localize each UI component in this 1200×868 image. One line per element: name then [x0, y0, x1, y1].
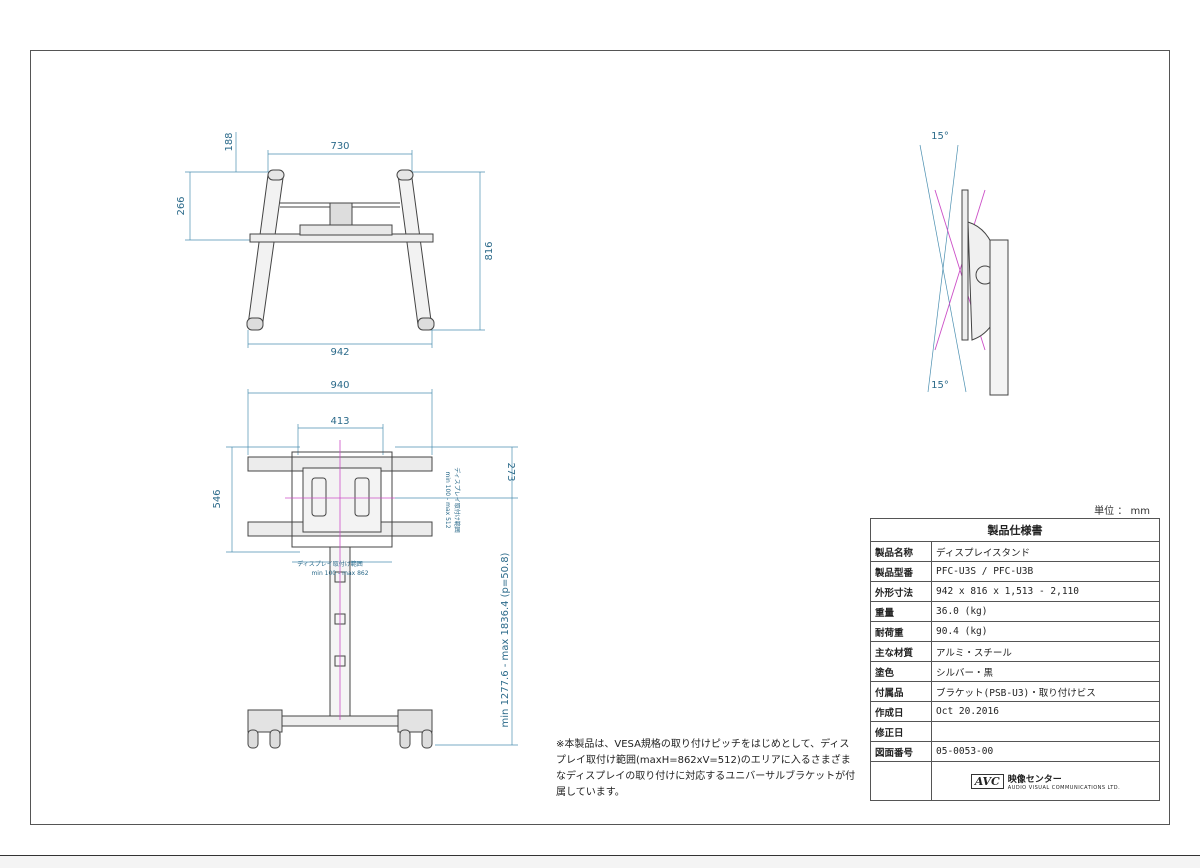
- spec-row-label: 外形寸法: [870, 581, 932, 602]
- side-dim-labels: 15° 15°: [931, 131, 949, 391]
- rear-horizontal-range-label: ディスプレイ取付け範囲: [297, 560, 363, 568]
- spec-row-value: 05-0053-00: [931, 741, 1160, 762]
- spec-logo-blank: [870, 761, 932, 801]
- rear-vertical-minmax: min 100 - max 512: [444, 471, 451, 528]
- rear-horizontal-minmax: min 100 - max 862: [311, 570, 368, 577]
- spec-row: 製品名称ディスプレイスタンド: [870, 541, 1160, 562]
- spec-row-label: 付属品: [870, 681, 932, 702]
- side-view: [919, 144, 1009, 396]
- spec-title-row: 製品仕様書: [870, 518, 1160, 542]
- spec-row: 付属品ブラケット(PSB-U3)・取り付けビス: [870, 681, 1160, 702]
- front-dim-labels: 730 188 266 816 942: [176, 132, 495, 358]
- drawing-frame: [30, 50, 1170, 825]
- logo-company: 映像センター: [1007, 774, 1062, 785]
- spec-row-label: 製品名称: [870, 541, 932, 562]
- rear-view: [226, 389, 518, 749]
- side-angle-bottom: 15°: [931, 380, 949, 391]
- spec-row: 修正日: [870, 721, 1160, 742]
- rear-range-height: min 1277.6 - max 1836.4 (p=50.8): [500, 552, 511, 727]
- rear-width-top: 940: [330, 380, 349, 391]
- product-note: ※本製品は、VESA規格の取り付けピッチをはじめとして、ディスプレイ取付け範囲(…: [556, 739, 856, 798]
- front-height-total: 816: [484, 241, 495, 260]
- rear-width-inner: 413: [330, 416, 349, 427]
- spec-row-value: シルバー・黒: [931, 661, 1160, 682]
- spec-row-label: 重量: [870, 601, 932, 622]
- side-angle-top: 15°: [931, 131, 949, 142]
- front-view: [185, 132, 485, 348]
- logo-mark: AVC: [970, 773, 1004, 789]
- spec-row-value: Oct 20.2016: [931, 701, 1160, 722]
- spec-row-label: 図面番号: [870, 741, 932, 762]
- front-width-top: 730: [330, 141, 349, 152]
- spec-row-label: 耐荷重: [870, 621, 932, 642]
- spec-row-label: 作成日: [870, 701, 932, 722]
- front-height-small: 188: [224, 132, 235, 151]
- spec-row-value: [931, 721, 1160, 742]
- spec-row-value: 36.0 (kg): [931, 601, 1160, 622]
- spec-row-value: PFC-U3S / PFC-U3B: [931, 561, 1160, 582]
- spec-row-value: ディスプレイスタンド: [931, 541, 1160, 562]
- logo-sub: AUDIO VISUAL COMMUNICATIONS LTD.: [1007, 784, 1121, 791]
- spec-title: 製品仕様書: [870, 518, 1160, 542]
- front-height-mid: 266: [176, 196, 187, 215]
- spec-row-label: 塗色: [870, 661, 932, 682]
- front-width-bottom: 942: [330, 347, 349, 358]
- rear-height-left: 546: [212, 489, 223, 508]
- spec-row-value: ブラケット(PSB-U3)・取り付けビス: [931, 681, 1160, 702]
- spec-row: 塗色シルバー・黒: [870, 661, 1160, 682]
- rear-height-right: 273: [505, 462, 516, 481]
- spec-row: 主な材質アルミ・スチール: [870, 641, 1160, 662]
- spec-row-label: 製品型番: [870, 561, 932, 582]
- spec-row-value: アルミ・スチール: [931, 641, 1160, 662]
- spec-row-value: 942 x 816 x 1,513 - 2,110: [931, 581, 1160, 602]
- rear-vertical-range-label: ディスプレイ取付け範囲: [453, 467, 461, 533]
- spec-row-value: 90.4 (kg): [931, 621, 1160, 642]
- rear-dim-labels: 940 413 546 273 min 1277.6 - max 1836.4 …: [212, 380, 516, 727]
- bottom-bar: [0, 855, 1200, 868]
- spec-row-label: 修正日: [870, 721, 932, 742]
- spec-row-label: 主な材質: [870, 641, 932, 662]
- unit-label: 単位 ： mm: [1094, 506, 1150, 517]
